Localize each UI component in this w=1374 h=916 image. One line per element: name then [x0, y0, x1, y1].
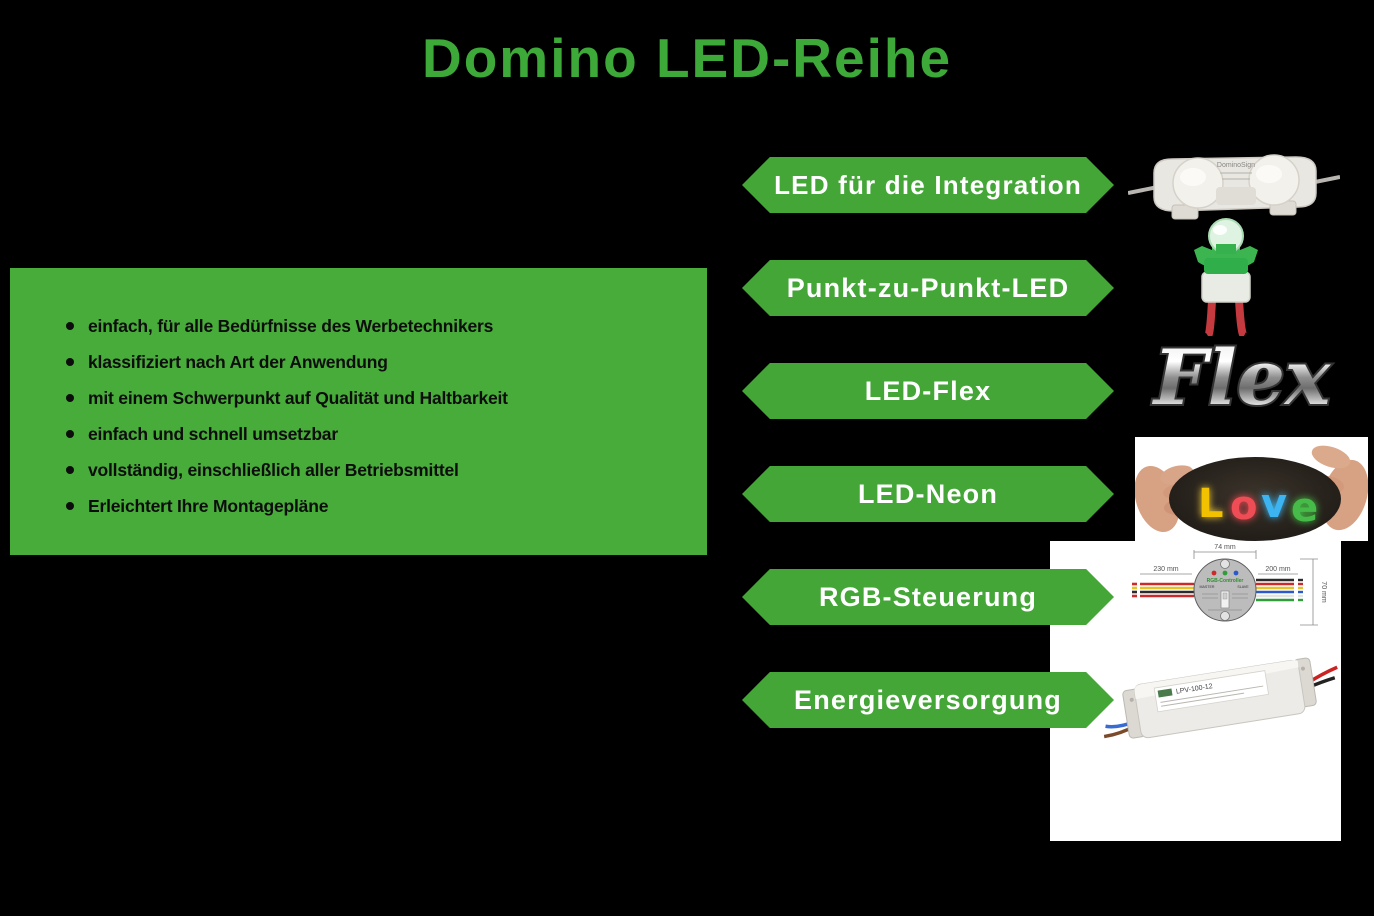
led-module-brand-label: DominoSign: [1217, 162, 1255, 169]
feature-item: klassifiziert nach Art der Anwendung: [66, 344, 677, 380]
flex-label: Flex: [1152, 333, 1332, 422]
banner-rgb-steuerung: RGB-Steuerung: [742, 569, 1114, 625]
flex-script-image: Flex: [1150, 331, 1334, 424]
feature-item: Erleichtert Ihre Montagepläne: [66, 488, 677, 524]
dim-right-label: 200 mm: [1265, 566, 1290, 573]
dim-left-label: 230 mm: [1153, 566, 1178, 573]
banner-punkt-zu-punkt-led: Punkt-zu-Punkt-LED: [742, 260, 1114, 316]
feature-item: einfach und schnell umsetzbar: [66, 416, 677, 452]
features-box: einfach, für alle Bedürfnisse des Werbet…: [10, 268, 707, 555]
banner-led-neon: LED-Neon: [742, 466, 1114, 522]
feature-item: vollständig, einschließlich aller Betrie…: [66, 452, 677, 488]
dim-top-label: 74 mm: [1214, 544, 1236, 551]
love-letter-l: L: [1198, 481, 1224, 527]
love-letter-v: v: [1261, 481, 1287, 527]
dim-height-label: 70 mm: [1320, 581, 1327, 603]
feature-item: mit einem Schwerpunkt auf Qualität und H…: [66, 380, 677, 416]
master-label: MASTER: [1200, 585, 1215, 589]
led-module-image: DominoSign: [1128, 154, 1340, 220]
banner-energieversorgung: Energieversorgung: [742, 672, 1114, 728]
sign-board: [1169, 457, 1341, 541]
page-title: Domino LED-Reihe: [421, 27, 953, 89]
rgb-controller-label: RGB-Controller: [1207, 578, 1244, 584]
features-list: einfach, für alle Bedürfnisse des Werbet…: [10, 308, 707, 524]
point-led-image: [1194, 218, 1258, 336]
feature-item: einfach, für alle Bedürfnisse des Werbet…: [66, 308, 677, 344]
slave-label: SLAVE: [1237, 585, 1249, 589]
love-sign-image: L o v e: [1135, 437, 1368, 541]
banner-led-flex: LED-Flex: [742, 363, 1114, 419]
power-supply-image: LPV-100-12: [1103, 657, 1338, 739]
love-letter-e: e: [1291, 485, 1318, 531]
banner-led-integration: LED für die Integration: [742, 157, 1114, 213]
love-letter-o: o: [1230, 483, 1257, 529]
rgb-controller-diagram: 74 mm 230 mm 200 mm 70 mm: [1132, 544, 1327, 626]
